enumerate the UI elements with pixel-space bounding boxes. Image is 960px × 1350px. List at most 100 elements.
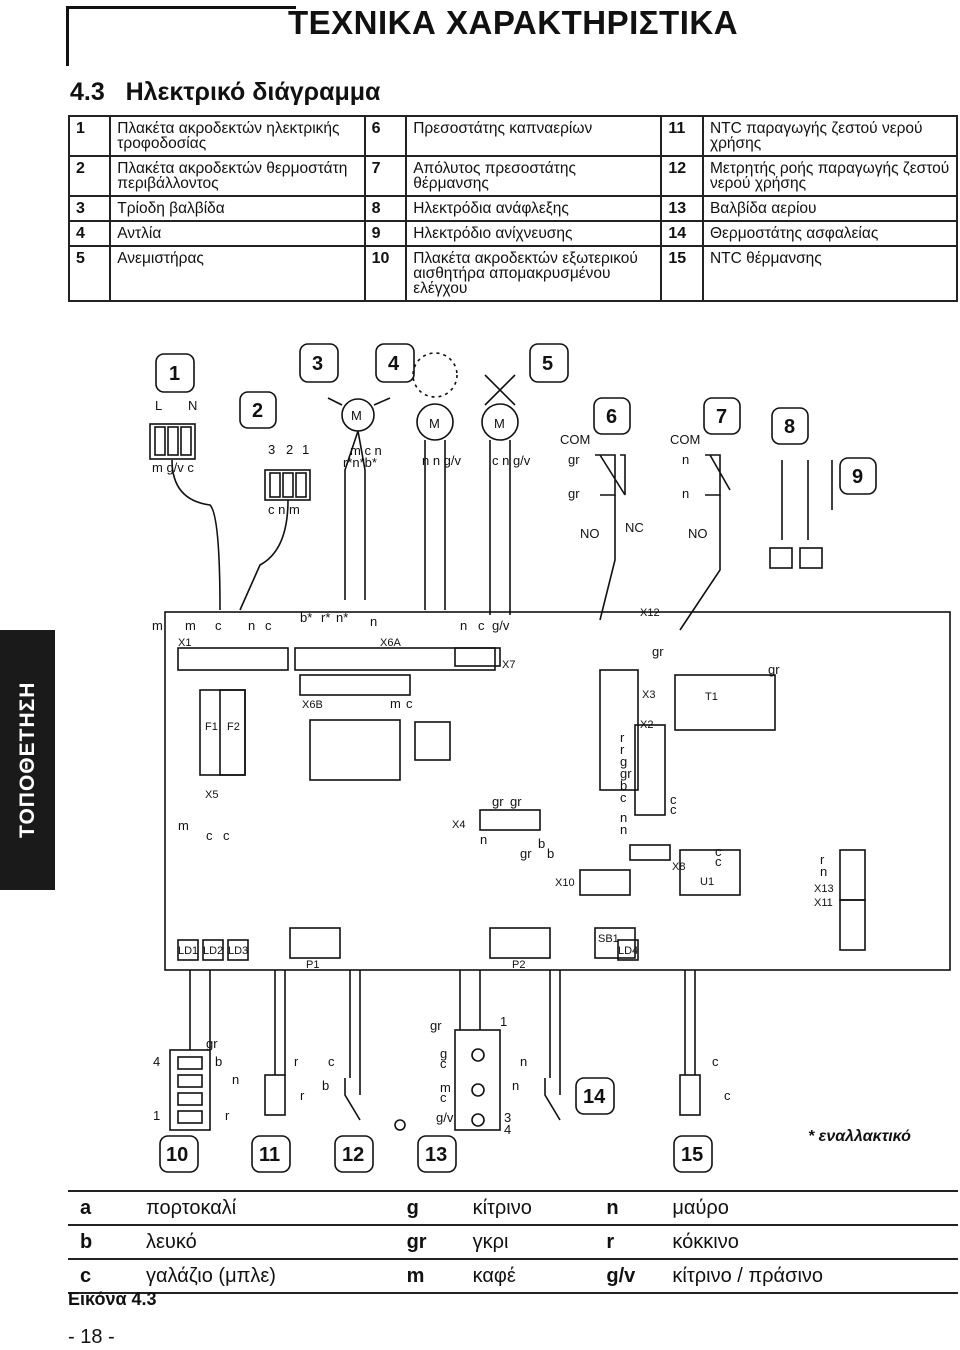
connector-x7: [454, 647, 501, 667]
bottom-c: c: [328, 1054, 335, 1069]
connector-x4: [479, 809, 541, 831]
label-x7: X7: [502, 659, 515, 671]
title-rule: [66, 6, 296, 9]
color-code: n: [606, 1196, 619, 1219]
label-p1: P1: [306, 959, 319, 971]
callout-1: 1: [169, 363, 180, 385]
label-n: N: [188, 398, 197, 413]
wire-label-c4: c: [406, 696, 413, 711]
label-x6b: X6B: [302, 699, 323, 711]
connector-x2: [634, 724, 666, 816]
wire-label-c11: c: [715, 854, 722, 869]
terminal-block-2: [264, 469, 311, 501]
callout-9: 9: [852, 466, 863, 488]
legend-description: Αντλία: [109, 220, 366, 247]
wire-label-gr3: gr: [620, 766, 632, 781]
legend-description: NTC παραγωγής ζεστού νερού χρήσης: [701, 115, 959, 157]
label-f1: F1: [205, 721, 218, 733]
label-x6a: X6A: [380, 637, 401, 649]
wire-label-n7: n: [820, 864, 827, 879]
pot-p2: [489, 927, 551, 959]
callout-2: 2: [252, 400, 263, 422]
wire-label-b3: b: [547, 846, 554, 861]
color-name: κίτρινο / πράσινο: [672, 1264, 824, 1287]
wire-label-c9: c: [670, 802, 677, 817]
wire-label-c7: c: [620, 790, 627, 805]
legend-number: 7: [363, 155, 408, 197]
label-p2: P2: [512, 959, 525, 971]
color-name: μαύρο: [672, 1196, 729, 1219]
legend-number: 8: [363, 195, 408, 222]
color-code: a: [80, 1196, 92, 1219]
connector-x6a: [294, 647, 496, 671]
alt-note: * εναλλακτικό: [808, 1128, 911, 1145]
wire-label-r: r: [620, 730, 625, 745]
bottom-r: r: [225, 1108, 230, 1123]
color-code: g: [406, 1196, 419, 1219]
legend-number: 5: [67, 245, 112, 302]
heating-pressostat-switch: [705, 454, 731, 496]
legend-number: 3: [67, 195, 112, 222]
terminal-block-10: [169, 1049, 211, 1131]
label-rnb: r*n*b*: [343, 455, 377, 470]
connector-x1: [177, 647, 289, 671]
bottom-gv: g/v: [436, 1110, 454, 1125]
bottom-b: b: [215, 1054, 222, 1069]
bottom-c4: c: [712, 1054, 719, 1069]
wire-label-r3: r: [820, 852, 825, 867]
label-ld2: LD2: [203, 945, 223, 957]
wire-label-c8: c: [670, 792, 677, 807]
wire-label-m: m: [152, 618, 163, 633]
bottom-m: m: [440, 1080, 451, 1095]
callout-6: 6: [606, 406, 617, 428]
wire-label-c: c: [215, 618, 222, 633]
legend-description: Απόλυτος πρεσοστάτης θέρμανσης: [405, 155, 663, 197]
bottom-3: 3: [504, 1110, 511, 1125]
label-sb1: SB1: [598, 933, 619, 945]
wire-label-gr5: gr: [510, 794, 522, 809]
legend-description: Πλακέτα ακροδεκτών θερμοστάτη περιβάλλον…: [109, 155, 366, 197]
label-2: 2: [286, 442, 293, 457]
wire-label-m4: m: [178, 818, 189, 833]
bottom-c2: c: [440, 1056, 447, 1071]
label-no-6: NO: [580, 526, 600, 541]
legend-description: NTC θέρμανσης: [701, 245, 959, 302]
wire-label-gv: g/v: [492, 618, 510, 633]
wire-label-c10: c: [715, 844, 722, 859]
label-1-bottom: 1: [153, 1108, 160, 1123]
label-4-bottom: 4: [153, 1054, 160, 1069]
legend-description: Τρίοδη βαλβίδα: [109, 195, 366, 222]
label-nngv: n n g/v: [422, 453, 462, 468]
bottom-1: 1: [500, 1014, 507, 1029]
callout-10: 10: [166, 1144, 188, 1166]
legend-number: 11: [660, 115, 704, 157]
wire-label-r2: r: [620, 742, 625, 757]
color-code: r: [606, 1230, 615, 1253]
label-x10: X10: [555, 877, 575, 889]
connector-x10: [579, 869, 631, 896]
wire-label-n5: n: [620, 822, 627, 837]
callout-8: 8: [784, 416, 795, 438]
legend-description: Ηλεκτρόδια ανάφλεξης: [405, 195, 663, 222]
ignition-electrodes: [781, 460, 833, 510]
color-name: πορτοκαλί: [146, 1196, 237, 1219]
label-x5: X5: [205, 789, 218, 801]
label-n-7a: n: [682, 452, 689, 467]
wire-label-b2: b: [538, 836, 545, 851]
label-x1: X1: [178, 637, 191, 649]
label-gr-6a: gr: [568, 452, 580, 467]
label-x4: X4: [452, 819, 465, 831]
color-name: κόκκινο: [672, 1230, 739, 1253]
callout-12: 12: [342, 1144, 364, 1166]
page-title: ΤΕΧΝΙΚΑ ΧΑΡΑΚΤΗΡΙΣΤΙΚΑ: [288, 4, 739, 41]
color-code: g/v: [606, 1264, 636, 1287]
bottom-r3: r: [300, 1088, 305, 1103]
label-no-7: NO: [688, 526, 708, 541]
label-ld3: LD3: [228, 945, 248, 957]
legend-number: 10: [363, 245, 408, 302]
legend-number: 14: [660, 220, 704, 247]
